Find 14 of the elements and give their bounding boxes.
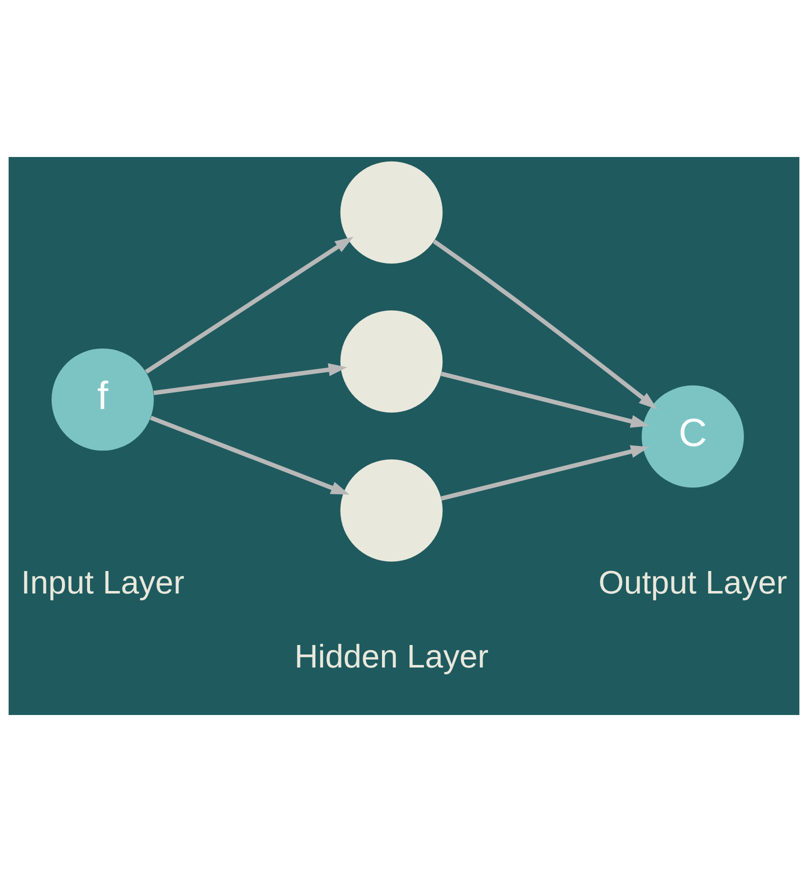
node-circle: f: [52, 348, 154, 451]
node-circle: [340, 161, 443, 264]
arrow: [440, 372, 650, 428]
arrow: [150, 416, 350, 495]
node-circle: C: [642, 385, 744, 488]
label: Output Layer: [598, 564, 788, 601]
label: Input Layer: [21, 564, 184, 601]
arrow: [144, 236, 354, 374]
arrow: [440, 445, 650, 501]
arrow: [153, 363, 348, 396]
node-circle: [340, 459, 443, 562]
label: Hidden Layer: [294, 638, 489, 675]
node-circle: [340, 310, 443, 413]
arrow: [432, 239, 658, 410]
